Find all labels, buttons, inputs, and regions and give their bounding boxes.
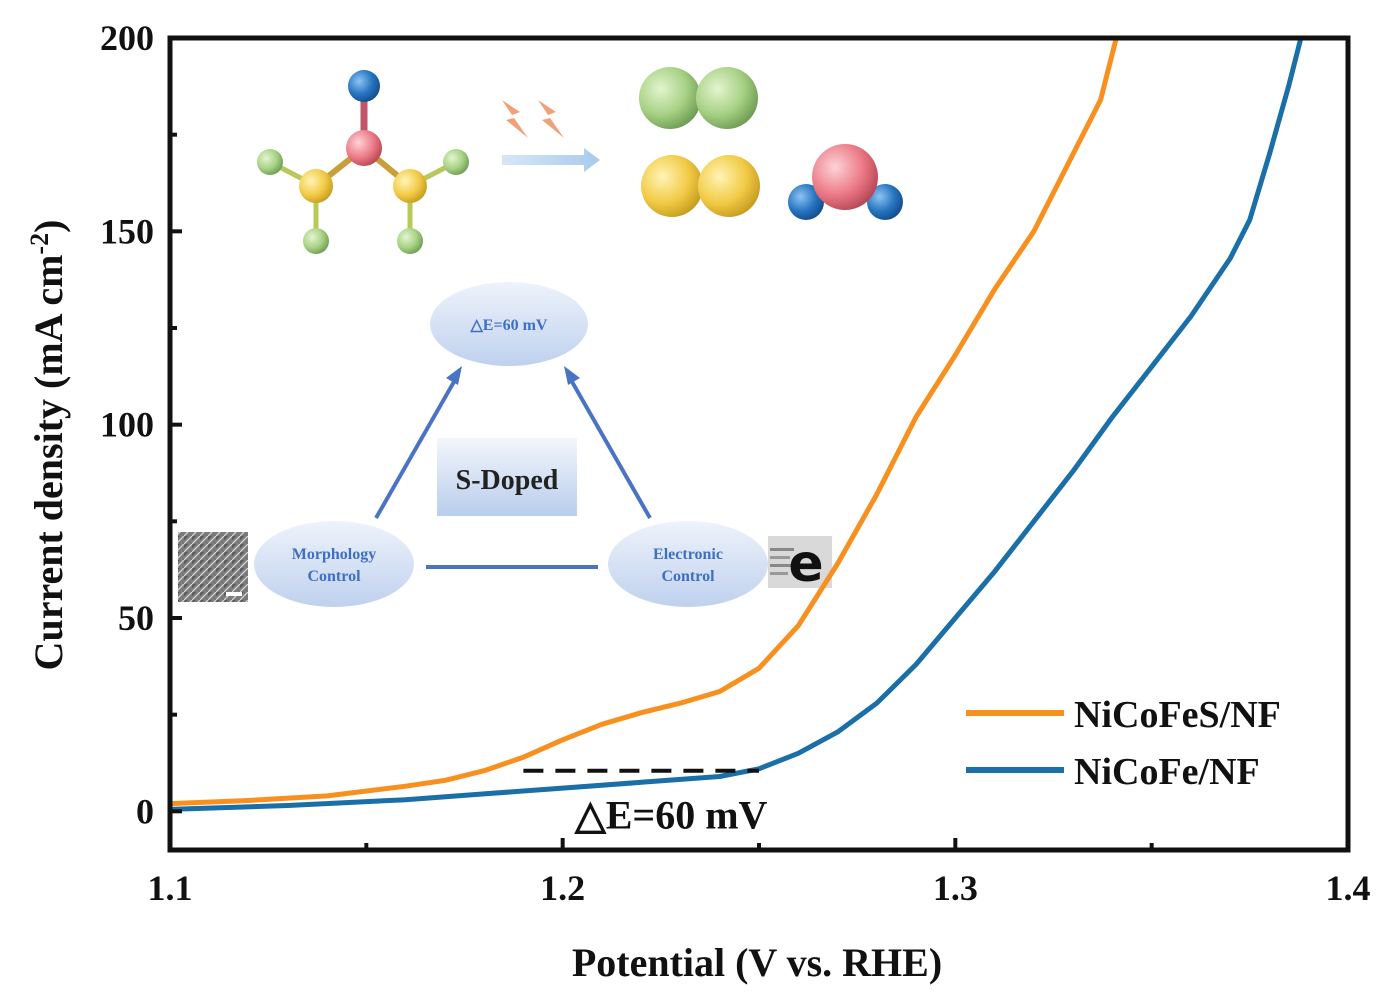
series-line-1	[170, 38, 1304, 812]
right-ellipse-line1: Electronic	[653, 546, 723, 563]
top-ellipse-text: △E=60 mV	[470, 317, 548, 334]
y-tick-label: 50	[118, 598, 154, 638]
top-ellipse	[430, 282, 588, 366]
x-tick-label: 1.1	[148, 868, 193, 908]
electron-icon: e	[768, 534, 832, 594]
s-doped-label: S-Doped	[456, 465, 559, 496]
reaction-arrow-icon	[502, 148, 600, 172]
sulfur-molecule-icon	[641, 155, 760, 217]
inset-illustration: △E=60 mV S-Doped Morphology Control Elec…	[178, 67, 903, 607]
x-tick-label: 1.4	[1326, 868, 1371, 908]
x-axis-title: Potential (V vs. RHE)	[572, 940, 942, 985]
y-tick-label: 150	[100, 211, 154, 251]
thiourea-molecule-icon	[257, 70, 469, 254]
y-tick-label: 100	[100, 405, 154, 445]
delta-e-label: △E=60 mV	[574, 793, 768, 838]
ticks-layer: 1.1 1.2 1.3 1.4 0 50 100 150 200	[100, 18, 1371, 908]
arrowhead-right-icon	[564, 366, 580, 385]
x-tick-label: 1.3	[933, 868, 978, 908]
y-tick-label: 0	[136, 791, 154, 831]
y-axis-title: Current density (mA cm-2)	[25, 220, 71, 671]
arrowhead-left-icon	[446, 366, 462, 385]
right-ellipse-line2: Control	[661, 568, 715, 585]
y-tick-label: 200	[100, 18, 154, 58]
svg-text:e: e	[788, 534, 823, 594]
legend-label-nicofes: NiCoFeS/NF	[1074, 694, 1281, 736]
sem-image-thumbnail	[178, 532, 248, 602]
left-ellipse	[254, 521, 414, 607]
right-ellipse	[608, 521, 768, 607]
series-layer	[170, 38, 1304, 812]
legend-label-nicofe: NiCoFe/NF	[1074, 751, 1260, 793]
legend: NiCoFeS/NF NiCoFe/NF	[966, 694, 1281, 793]
series-line-0	[170, 38, 1119, 807]
lightning-icon	[502, 100, 564, 138]
s-doped-box	[437, 438, 577, 516]
hydrogen-molecule-icon	[639, 67, 758, 129]
left-ellipse-line2: Control	[307, 568, 361, 585]
x-tick-label: 1.2	[540, 868, 585, 908]
left-ellipse-line1: Morphology	[292, 546, 376, 563]
oxide-molecule-icon	[788, 144, 903, 220]
